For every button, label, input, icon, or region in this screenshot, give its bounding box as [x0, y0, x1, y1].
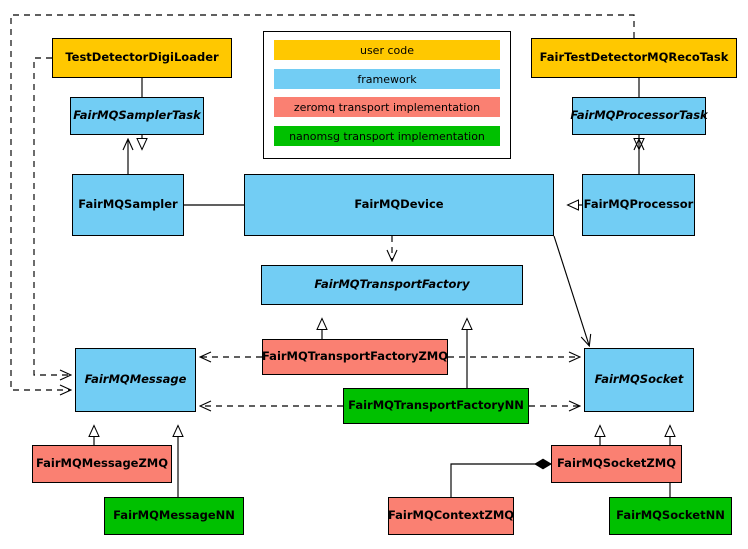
class-label: FairMQMessage: [84, 372, 187, 387]
class-label: FairMQDevice: [354, 197, 444, 212]
class-label: FairMQTransportFactory: [314, 277, 470, 292]
class-label: FairMQProcessorTask: [570, 108, 708, 123]
class-label: FairMQSamplerTask: [73, 108, 201, 123]
class-box-fairmqtransportfactoryzmq[interactable]: FairMQTransportFactoryZMQ: [262, 339, 448, 375]
class-box-fairtestdetectormqrecotask[interactable]: FairTestDetectorMQRecoTask: [531, 38, 737, 78]
class-label: FairMQSocketZMQ: [557, 456, 676, 471]
class-box-fairmqmessagenn[interactable]: FairMQMessageNN: [104, 497, 244, 535]
class-label: FairMQMessageNN: [113, 508, 235, 523]
class-label: TestDetectorDigiLoader: [65, 50, 219, 65]
class-label: FairMQSampler: [78, 197, 178, 212]
legend-item-zeromq: zeromq transport implementation: [274, 97, 500, 117]
class-box-fairmqsocketnn[interactable]: FairMQSocketNN: [609, 497, 732, 535]
class-box-fairmqcontextzmq[interactable]: FairMQContextZMQ: [388, 497, 514, 535]
class-box-fairmqmessage[interactable]: FairMQMessage: [75, 348, 196, 412]
legend-label: nanomsg transport implementation: [289, 129, 485, 143]
edge-device-to-socket: [553, 235, 589, 345]
class-box-fairmqprocessortask[interactable]: FairMQProcessorTask: [570, 97, 708, 135]
legend-item-user-code: user code: [274, 40, 500, 60]
class-box-testdetectordigiloader[interactable]: TestDetectorDigiLoader: [52, 38, 232, 78]
legend-label: user code: [359, 43, 415, 57]
class-box-fairmqtransportfactorynn[interactable]: FairMQTransportFactoryNN: [343, 388, 529, 424]
class-box-fairmqsocketzmq[interactable]: FairMQSocketZMQ: [551, 445, 682, 483]
class-box-fairmqsampler[interactable]: FairMQSampler: [72, 174, 184, 236]
class-box-fairmqsocket[interactable]: FairMQSocket: [584, 348, 694, 412]
legend-item-framework: framework: [274, 69, 500, 89]
edge-recotask-to-message: [10, 14, 635, 390]
class-box-fairmqmessagezmq[interactable]: FairMQMessageZMQ: [32, 445, 172, 483]
class-label: FairMQContextZMQ: [387, 508, 515, 523]
class-label: FairMQTransportFactoryNN: [348, 398, 524, 413]
class-label: FairMQSocket: [594, 372, 684, 387]
class-label: FairMQSocketNN: [616, 508, 725, 523]
class-box-fairmqdevice[interactable]: FairMQDevice: [244, 174, 554, 236]
legend-item-nanomsg: nanomsg transport implementation: [274, 126, 500, 146]
class-box-fairmqprocessor[interactable]: FairMQProcessor: [582, 174, 695, 236]
class-label: FairMQTransportFactoryZMQ: [262, 349, 449, 364]
class-label: FairMQMessageZMQ: [35, 456, 169, 471]
edge-digiloader-to-message: [33, 57, 70, 375]
legend-label: framework: [357, 72, 417, 86]
class-label: FairTestDetectorMQRecoTask: [539, 50, 729, 65]
class-box-fairmqsamplertask[interactable]: FairMQSamplerTask: [70, 97, 204, 135]
edge-contextzmq-to-socketzmq: [450, 458, 552, 497]
legend-label: zeromq transport implementation: [293, 100, 481, 114]
legend-panel: user code framework zeromq transport imp…: [263, 31, 511, 159]
class-label: FairMQProcessor: [583, 197, 694, 212]
class-box-fairmqtransportfactory[interactable]: FairMQTransportFactory: [261, 265, 523, 305]
